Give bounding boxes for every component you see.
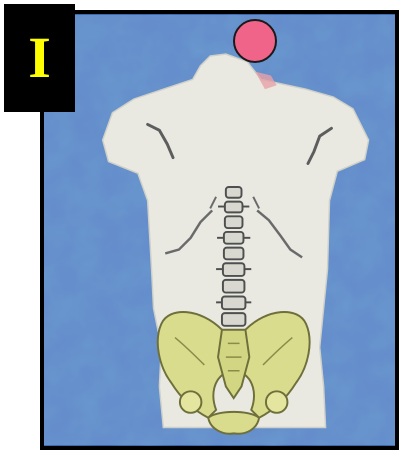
pink-dot-marker-icon <box>233 19 277 63</box>
panel-label: I <box>28 29 51 87</box>
spine <box>222 187 245 326</box>
panel-label-box: I <box>4 4 75 112</box>
torso-illustration-frame <box>40 10 399 450</box>
torso-skeleton-icon <box>44 14 395 446</box>
